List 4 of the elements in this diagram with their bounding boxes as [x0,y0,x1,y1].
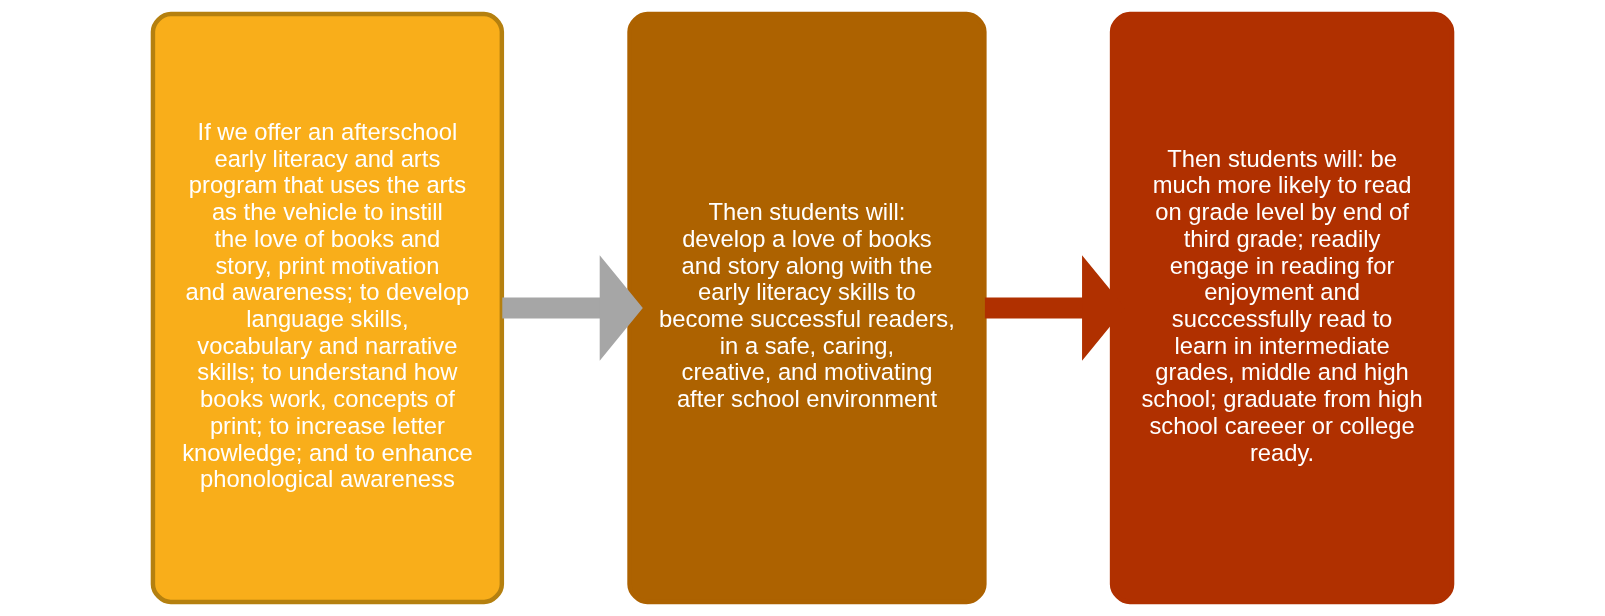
node-box: Then students will: be much more likely to read on grade level by end of third grade; readily engage in reading for enjoyment and succcessfully read to learn in intermediate grades, middle and high school; graduate from high school careeer or college ready. [1109,11,1455,605]
node-box: If we offer an afterschool early literacy and arts program that uses the arts as the vehicle to instill the love of books and story, print motivation and awareness; to develop language skills, vocabulary and narrative skills; to understand how books work, concepts of print; to increase letter knowledge; and to enhance phonological awareness [150,11,505,605]
arrow [502,255,643,361]
node-box: Then students will: develop a love of books and story along with the early literacy skills to become successful readers, in a safe, caring, creative, and motivating after school environment [627,11,987,605]
